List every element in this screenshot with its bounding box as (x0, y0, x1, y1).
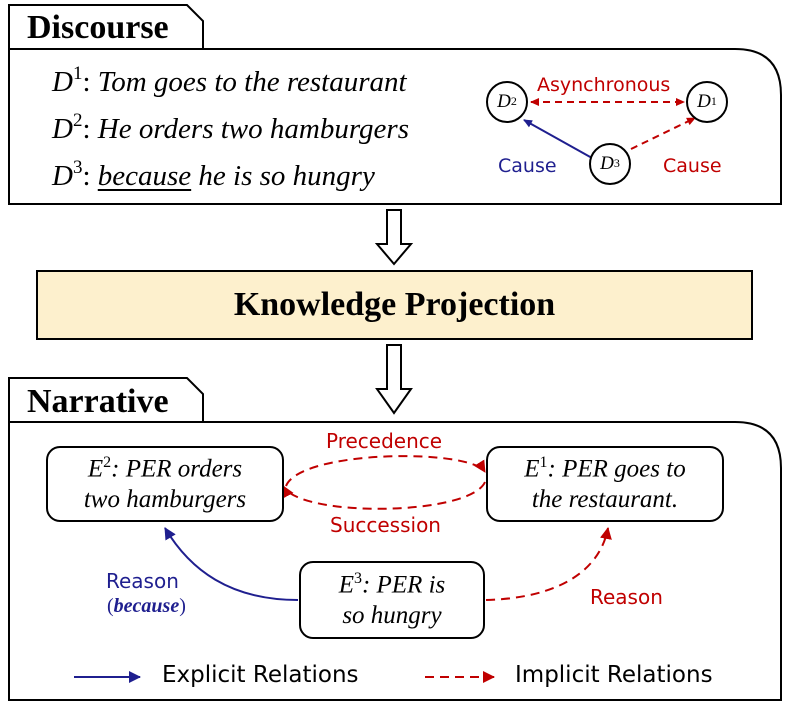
down-arrow-icon (374, 209, 414, 266)
legend-explicit-label: Explicit Relations (162, 662, 359, 688)
event-e2-box: E2: PER orders two hamburgers (46, 446, 284, 522)
discourse-line-1: D1: Tom goes to the restaurant (52, 63, 407, 98)
label-cause-explicit: Cause (498, 155, 557, 177)
discourse-frame (8, 4, 782, 205)
event-e1-box: E1: PER goes to the restaurant. (486, 446, 724, 522)
edge-cause-implicit (630, 117, 696, 150)
discourse-line-3: D3: because he is so hungry (52, 157, 375, 192)
label-asynchronous: Asynchronous (537, 74, 671, 96)
connective-because: because (97, 160, 192, 192)
knowledge-projection-box: Knowledge Projection (36, 270, 753, 340)
edge-succession (282, 481, 486, 510)
label-cause-implicit: Cause (663, 155, 722, 177)
edge-precedence (285, 455, 486, 487)
down-arrow-icon (375, 344, 413, 415)
label-reason-explicit: Reason (106, 569, 179, 593)
label-because: (because) (107, 595, 186, 617)
edge-cause-explicit (523, 119, 593, 159)
narrative-frame (8, 377, 782, 701)
narrative-title: Narrative (27, 383, 169, 420)
legend-implicit-label: Implicit Relations (515, 662, 713, 688)
event-e3-box: E3: PER is so hungry (299, 561, 485, 639)
label-precedence: Precedence (326, 429, 443, 453)
label-succession: Succession (330, 513, 441, 537)
discourse-title: Discourse (27, 9, 169, 46)
discourse-line-2: D2: He orders two hamburgers (52, 110, 409, 145)
edge-reason-explicit (164, 527, 299, 601)
edge-reason-implicit (485, 527, 612, 601)
label-reason-implicit: Reason (590, 585, 663, 609)
